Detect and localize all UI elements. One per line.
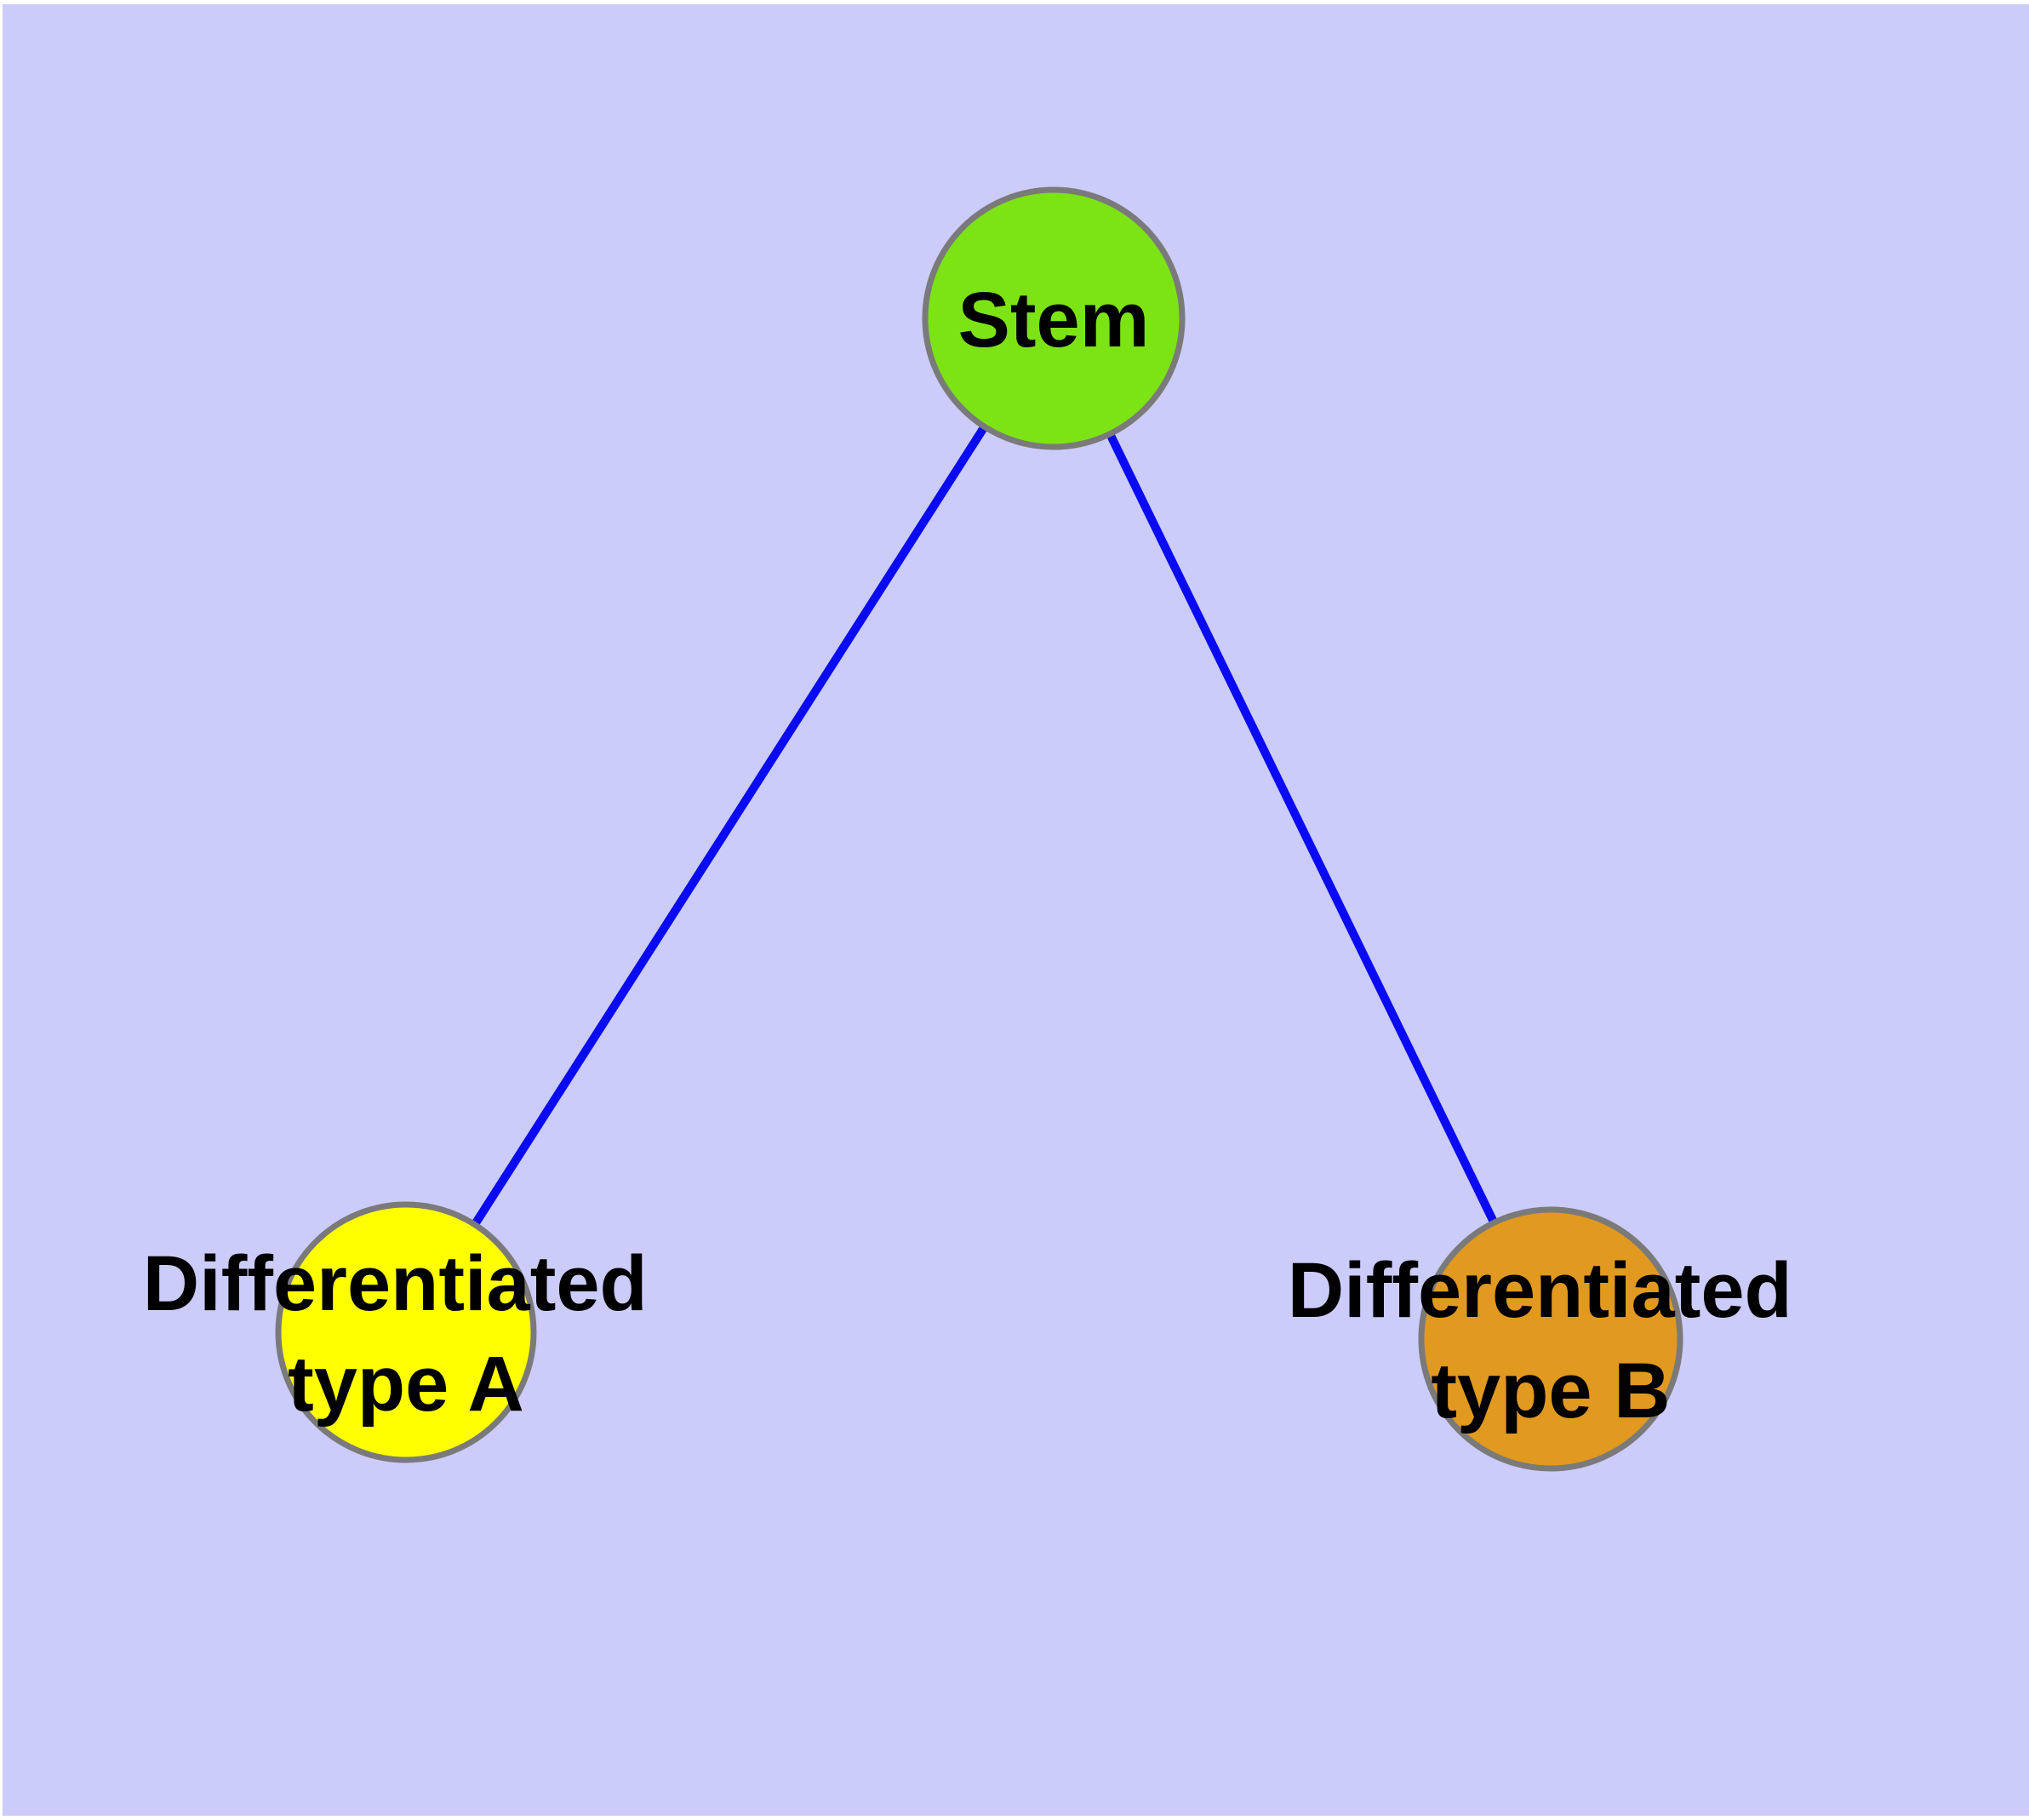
node-stem-label: Stem [958,277,1150,363]
node-differentiated-type-a [275,1201,537,1463]
node-type-b-label: Differentiated type B [1288,1247,1815,1434]
node-type-a-label: Differentiated type A [143,1240,670,1428]
edge-stem-to-type-b [1049,316,1555,1342]
node-differentiated-type-b [1418,1206,1683,1472]
node-stem [922,186,1186,450]
node-type-a-label-line1: Differentiated [143,1240,648,1327]
node-type-b-label-line1: Differentiated [1288,1247,1792,1334]
node-type-a-label-line2: type A [288,1341,524,1428]
node-type-b-label-line2: type B [1431,1348,1670,1434]
edge-stem-to-type-a [402,316,1058,1335]
